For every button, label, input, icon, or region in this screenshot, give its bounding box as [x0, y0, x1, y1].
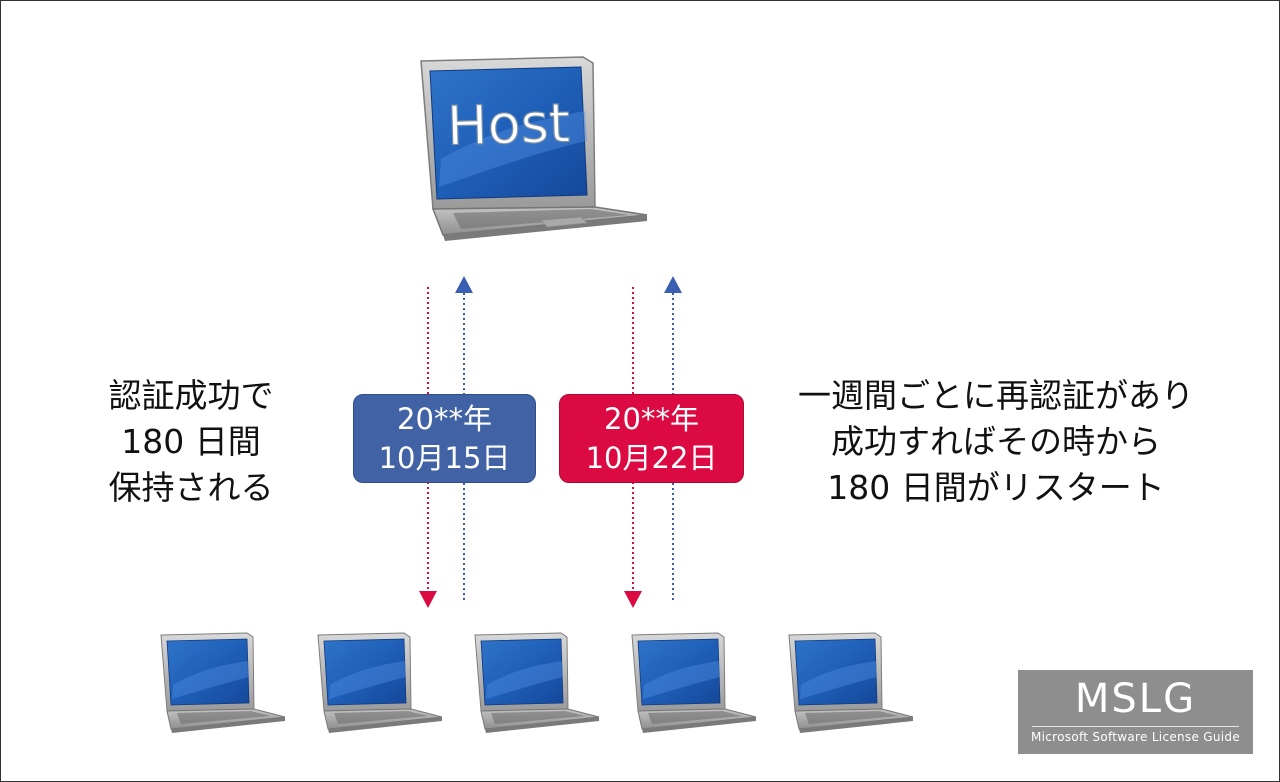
left-note: 認証成功で 180 日間 保持される: [71, 373, 311, 511]
right-note-line-2: 成功すればその時から: [831, 422, 1161, 461]
left-note-line-3: 保持される: [108, 468, 274, 507]
right-note: 一週間ごとに再認証があり 成功すればその時から 180 日間がリスタート: [761, 373, 1231, 511]
date-box-2-date: 10月22日: [585, 440, 718, 475]
date-box-reauth: 20**年 10月22日: [559, 394, 744, 483]
client-laptop-icon: [474, 632, 600, 733]
date-box-1-date: 10月15日: [378, 440, 511, 475]
date-box-2-year: 20**年: [604, 401, 699, 436]
logo-subtitle: Microsoft Software License Guide: [1030, 730, 1241, 744]
host-laptop-icon: Host: [420, 56, 648, 241]
right-note-line-3: 180 日間がリスタート: [827, 468, 1165, 507]
logo-divider: [1032, 726, 1239, 727]
client-laptop-icon: [317, 632, 443, 733]
client-laptop-icon: [160, 632, 286, 733]
client-laptops: [160, 632, 914, 733]
date-box-1-year: 20**年: [397, 401, 492, 436]
logo-title: MSLG: [1074, 676, 1197, 722]
date-box-first-auth: 20**年 10月15日: [353, 394, 536, 483]
mslg-logo: MSLG Microsoft Software License Guide: [1018, 670, 1253, 754]
client-laptop-icon: [631, 632, 757, 733]
right-note-line-1: 一週間ごとに再認証があり: [798, 376, 1194, 415]
host-screen-text: Host: [446, 91, 571, 157]
left-note-line-2: 180 日間: [121, 422, 261, 461]
left-note-line-1: 認証成功で: [108, 376, 274, 415]
client-laptop-icon: [788, 632, 914, 733]
